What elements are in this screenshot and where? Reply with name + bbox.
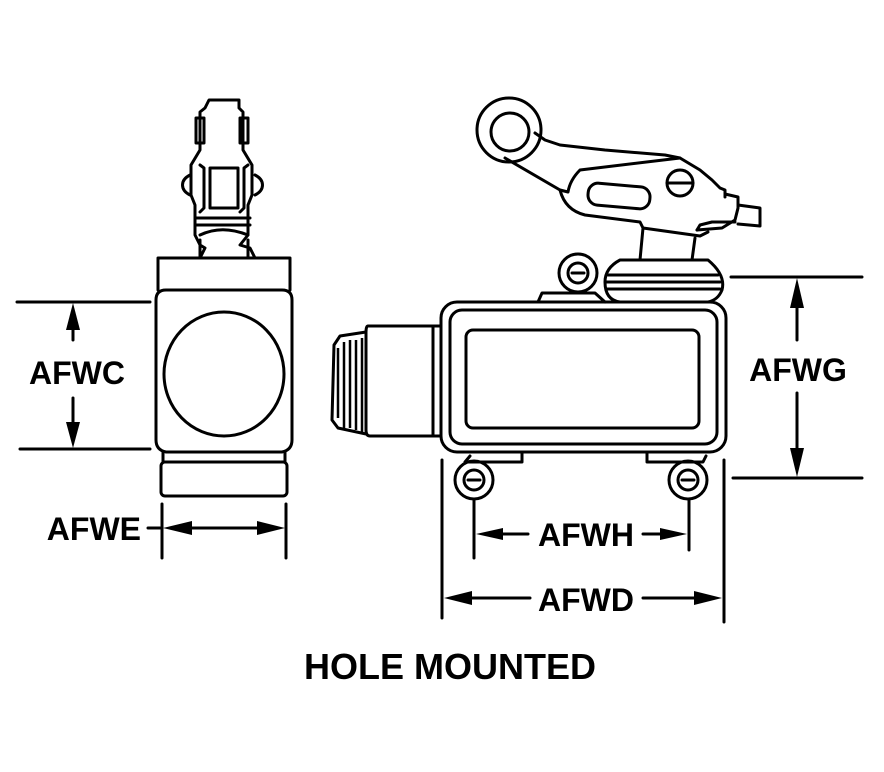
side-housing-outer [439,300,728,454]
label-afwe: AFWE [47,511,141,547]
front-top-plate [156,256,292,292]
plunger-boot [603,258,725,304]
front-actuator [181,98,264,260]
top-mount-screw [536,252,607,304]
bottom-mount-screw-right [645,450,709,501]
drawing-title: HOLE MOUNTED [304,646,596,687]
roller-lever [475,96,762,262]
dimension-afwh: AFWH [472,498,691,560]
side-housing-label-area [464,328,701,430]
front-view [154,98,294,498]
front-body [154,288,294,454]
bottom-mount-screw-left [453,450,524,501]
front-base [159,460,289,498]
label-afwd: AFWD [538,582,634,618]
conduit-connector [330,324,443,438]
label-afwh: AFWH [538,517,634,553]
side-housing-inner [448,308,719,446]
label-afwc: AFWC [29,355,125,391]
side-view [330,96,762,501]
dimension-afwc: AFWC [15,300,152,451]
label-afwg: AFWG [749,352,847,388]
dimension-afwd: AFWD [440,458,726,624]
dimension-afwg: AFWG [729,275,864,480]
front-circle-port [162,310,286,438]
dimension-afwe: AFWE [47,502,288,560]
